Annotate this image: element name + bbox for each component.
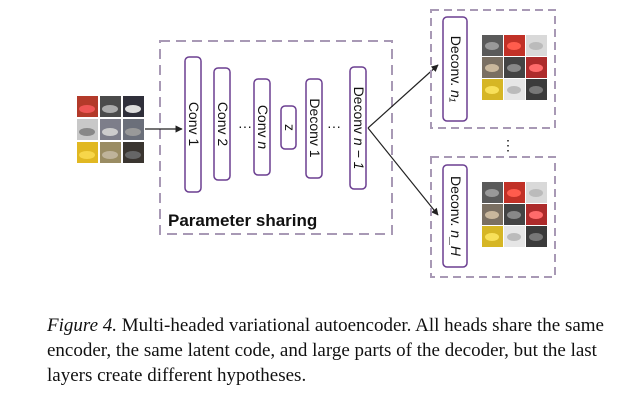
branch-arrow-bottom	[367, 127, 439, 216]
encoder-ellipsis: ···	[238, 118, 252, 134]
input-image-grid	[77, 96, 144, 163]
conv2-label: Conv 2	[215, 102, 231, 147]
deconv1-box	[305, 78, 323, 179]
head-h-label: Deconv. n_H	[448, 176, 464, 257]
decoder-ellipsis: ···	[327, 118, 341, 134]
head-h-box	[442, 164, 468, 268]
head-h-region	[430, 156, 556, 278]
figure-label: Figure 4.	[47, 315, 118, 336]
head-1-label: Deconv. n₁	[448, 36, 464, 103]
head-1-region	[430, 9, 556, 129]
conv1-box	[184, 56, 202, 193]
branch-arrow-top	[367, 64, 439, 129]
convn-label: Conv n	[255, 105, 271, 150]
parameter-sharing-region	[159, 40, 393, 235]
head-1-output-grid	[482, 35, 547, 100]
deconv1-label: Deconv 1	[307, 98, 323, 157]
caption-text: Multi-headed variational autoencoder. Al…	[47, 315, 604, 386]
head-h-output-grid	[482, 182, 547, 247]
conv1-label: Conv 1	[186, 102, 202, 147]
parameter-sharing-label: Parameter sharing	[168, 211, 317, 230]
heads-vertical-ellipsis: ⋮	[501, 137, 515, 153]
figure-caption: Figure 4. Multi-headed variational autoe…	[47, 313, 607, 388]
deconvn-1-label: Deconv n − 1	[351, 87, 367, 170]
deconvn-1-box	[349, 66, 367, 190]
latent-label: z	[282, 124, 298, 131]
conv2-box	[213, 67, 231, 181]
convn-box	[253, 78, 271, 176]
latent-box	[280, 105, 297, 150]
head-1-box	[442, 16, 468, 122]
